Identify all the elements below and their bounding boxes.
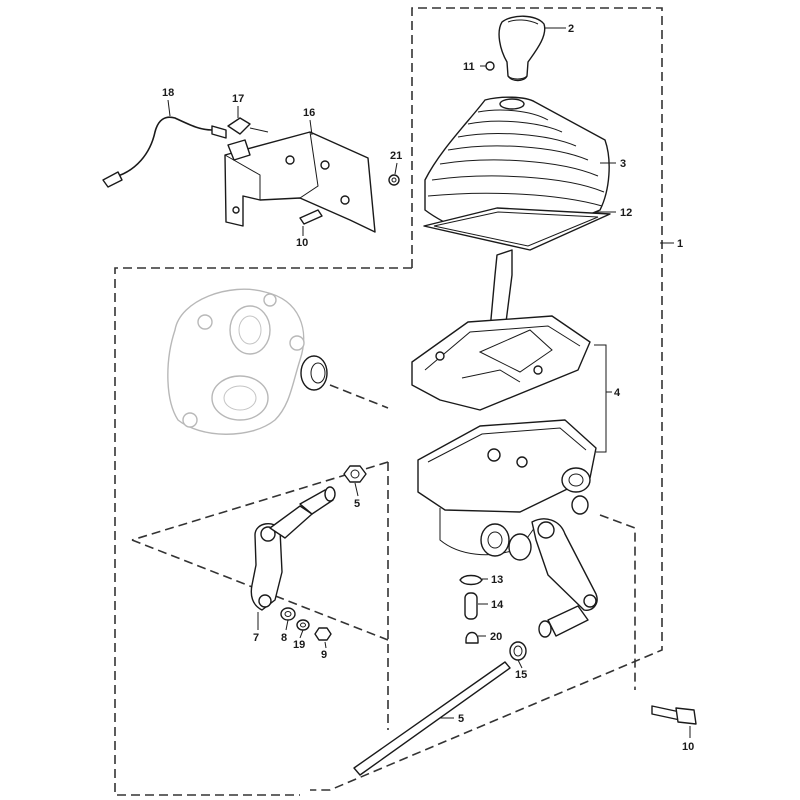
flange-bolt <box>651 705 697 725</box>
callout-labels: 1 2 3 4 5 5 7 8 9 10 10 11 12 13 14 15 1… <box>162 23 694 753</box>
housing-side-boss <box>480 523 510 557</box>
callout-10-bolt: 10 <box>682 741 694 753</box>
callout-4: 4 <box>614 387 621 399</box>
ghost-mating-housing <box>167 288 328 435</box>
callout-9: 9 <box>321 649 327 661</box>
retaining-clip <box>459 574 483 586</box>
callout-14: 14 <box>491 599 504 611</box>
callout-12: 12 <box>620 207 632 219</box>
callout-19: 19 <box>293 639 305 651</box>
bracket-subassembly-boundary <box>114 267 412 796</box>
callout-3: 3 <box>620 158 626 170</box>
pin-cap <box>465 631 479 644</box>
callout-16: 16 <box>303 107 315 119</box>
callout-11: 11 <box>463 61 475 73</box>
arm-to-bolt-link-line <box>599 514 636 690</box>
nut-9 <box>314 627 332 641</box>
link-rod-group-bottom-boundary <box>131 539 389 641</box>
leader-lines <box>167 27 691 738</box>
link-rod <box>353 661 511 776</box>
rod-nut-15 <box>509 641 527 661</box>
ball-joint-end <box>538 605 589 638</box>
callout-10-bracket: 10 <box>296 237 308 249</box>
callout-2: 2 <box>568 23 574 35</box>
shift-lever <box>489 249 513 331</box>
shifter-cover <box>411 315 591 411</box>
ghost-housing-link-line <box>329 384 389 409</box>
callout-5-nut: 5 <box>354 498 360 510</box>
boot-gasket <box>423 207 611 251</box>
callout-7: 7 <box>253 632 259 644</box>
callout-1: 1 <box>677 238 683 250</box>
mounting-bracket <box>224 131 376 233</box>
seal-ring <box>300 355 328 391</box>
control-link <box>250 486 336 611</box>
shifter-base-housing <box>417 419 597 561</box>
washer-19 <box>296 619 310 631</box>
assembly-1-boundary <box>310 7 663 791</box>
washer-8 <box>280 607 296 621</box>
shift-knob <box>498 15 546 82</box>
pivot-pin <box>464 592 478 620</box>
callout-18: 18 <box>162 87 174 99</box>
callout-17: 17 <box>232 93 244 105</box>
callout-20: 20 <box>490 631 502 643</box>
knob-set-screw <box>485 61 495 71</box>
callout-5-rod: 5 <box>458 713 464 725</box>
callout-8: 8 <box>281 632 287 644</box>
boot-top-opening <box>499 98 525 110</box>
callout-21: 21 <box>390 150 402 162</box>
callout-15: 15 <box>515 669 527 681</box>
shift-boot <box>424 96 610 246</box>
callout-13: 13 <box>491 574 503 586</box>
selector-arm <box>531 518 598 611</box>
bracket-screw <box>299 209 323 225</box>
bracket-switch <box>227 117 269 161</box>
bracket-nut-21 <box>388 174 400 186</box>
link-nut <box>343 465 367 483</box>
sensor-lead <box>102 116 227 188</box>
